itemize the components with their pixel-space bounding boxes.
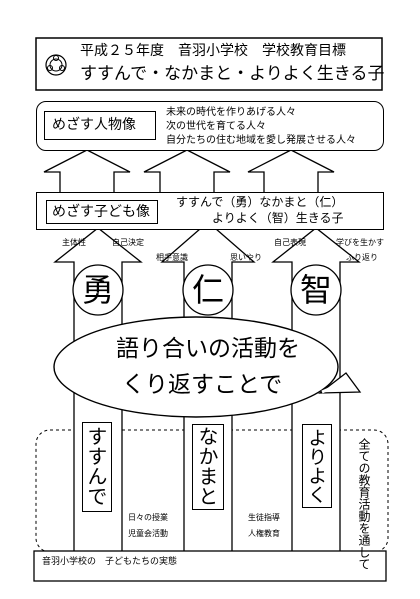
school-emblem-icon <box>45 54 67 76</box>
cycle-line-1: 語り合いの活動を <box>116 336 300 362</box>
header-title: 平成２５年度 音羽小学校 学校教育目標 <box>80 43 346 59</box>
pillar-3-vertical-text: よりよく <box>305 428 327 504</box>
all-activities-text: 全ての教育活動を通して <box>357 438 371 570</box>
school-goal: すすんで・なかまと・よりよく生きる子 <box>80 64 385 84</box>
upward-arrows-top <box>43 149 335 194</box>
activity-student-guidance: 生徒指導 <box>248 513 280 522</box>
ideal-person-label: めざす人物像 <box>52 117 136 133</box>
ideal-person-line-3: 自分たちの住む地域を愛し発展させる人々 <box>166 135 356 146</box>
ideal-person-line-1: 未来の時代を作りあげる人々 <box>166 107 296 118</box>
cycle-ellipse <box>53 316 362 418</box>
pillar-1-tag-right: 自己決定 <box>112 238 144 247</box>
pillar-2-char: 仁 <box>192 271 225 309</box>
pillar-3-tag-right-2: ふり返り <box>346 253 378 262</box>
pillar-3-tag-right: 学びを生かす <box>336 238 384 247</box>
pillar-2-vertical-text: なかまと <box>195 426 219 506</box>
pillar-2-tag-right: 思いやり <box>230 253 262 262</box>
activity-human-rights: 人権教育 <box>248 529 280 538</box>
pillar-1-char: 勇 <box>82 271 115 309</box>
activity-student-council: 児童会活動 <box>128 529 168 538</box>
cycle-line-2: くり返すことで <box>122 372 283 398</box>
pillar-1-vertical-text: すすんで <box>84 426 108 506</box>
pillar-1-vertical-box <box>82 422 112 512</box>
ideal-child-line-1: すすんで（勇）なかまと（仁） <box>176 195 344 209</box>
pillar-3-vertical-box <box>302 424 332 508</box>
activity-daily-lessons: 日々の授業 <box>128 513 168 522</box>
ideal-person-label-box <box>44 111 156 140</box>
pillar-1-tag-left: 主体性 <box>62 238 86 247</box>
ideal-person-line-2: 次の世代を育てる人々 <box>166 121 266 132</box>
pillar-2-tag-left: 相手意識 <box>156 253 188 262</box>
pillar-3-tag-left: 自己表現 <box>274 238 306 247</box>
pillar-3-char: 智 <box>300 271 333 309</box>
footer-text: 音羽小学校の 子どもたちの実態 <box>42 557 178 567</box>
ideal-child-label-box <box>46 200 158 224</box>
ideal-child-line-2: よりよく（智）生きる子 <box>212 211 344 225</box>
pillar-2-vertical-box <box>192 424 224 510</box>
ideal-child-label: めざす子ども像 <box>52 204 150 220</box>
